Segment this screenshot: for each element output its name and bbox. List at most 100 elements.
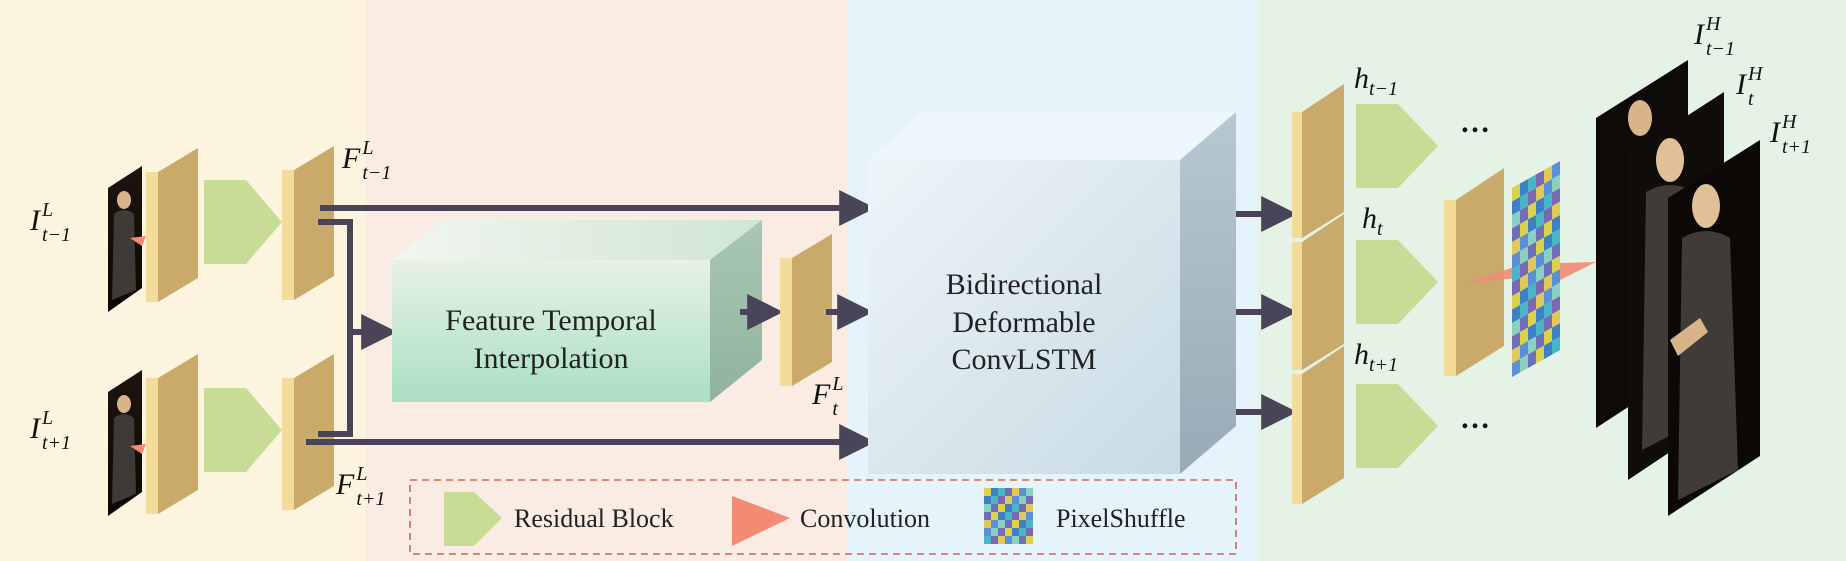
pixelshuffle-cell xyxy=(1544,260,1552,279)
pixelshuffle-cell xyxy=(1520,273,1528,292)
pixelshuffle-cell xyxy=(1520,327,1528,346)
pixelshuffle-cell xyxy=(1528,228,1536,247)
legend-pixelshuffle-label: PixelShuffle xyxy=(1056,504,1186,533)
pixelshuffle-cell xyxy=(1512,237,1520,256)
residual-block-h-mid xyxy=(1356,240,1438,324)
hidden-map-mid xyxy=(1292,214,1344,370)
pixelshuffle-cell xyxy=(998,504,1005,512)
pixelshuffle-cell xyxy=(1512,197,1520,215)
pixelshuffle-grid xyxy=(1512,161,1560,377)
ellipsis-top: … xyxy=(1460,106,1492,139)
convlstm-box xyxy=(868,112,1236,474)
residual-block-next xyxy=(204,388,282,472)
pixelshuffle-cell xyxy=(1012,512,1019,520)
hidden-map-prev xyxy=(1292,84,1344,238)
pixelshuffle-cell xyxy=(1552,201,1560,220)
upsample-feature-map xyxy=(1444,168,1504,376)
pixelshuffle-cell xyxy=(998,488,1005,496)
pixelshuffle-cell xyxy=(1026,504,1033,512)
input-frame-next xyxy=(108,370,146,516)
pixelshuffle-cell xyxy=(1019,512,1026,520)
pixelshuffle-cell xyxy=(1520,354,1528,373)
convlstm-box-label: Bidirectional Deformable ConvLSTM xyxy=(945,268,1103,376)
pixelshuffle-cell xyxy=(1005,528,1012,536)
pixelshuffle-cell xyxy=(1520,314,1528,333)
residual-block-h-next xyxy=(1356,384,1438,468)
pixelshuffle-cell xyxy=(1528,269,1536,288)
pixelshuffle-cell xyxy=(1544,314,1552,333)
legend-residual-label: Residual Block xyxy=(514,504,674,533)
pixelshuffle-cell xyxy=(1026,512,1033,520)
pixelshuffle-cell xyxy=(1528,201,1536,220)
pixelshuffle-cell xyxy=(1552,242,1560,261)
pixelshuffle-cell xyxy=(1026,488,1033,496)
interpolation-box-label: Feature Temporal Interpolation xyxy=(445,304,657,375)
pixelshuffle-cell xyxy=(1536,170,1544,189)
pixelshuffle-cell xyxy=(1552,336,1560,355)
legend-convolution-icon xyxy=(732,496,790,546)
pixelshuffle-cell xyxy=(1536,318,1544,337)
pixelshuffle-cell xyxy=(1536,210,1544,229)
pixelshuffle-cell xyxy=(1520,233,1528,252)
pixelshuffle-cell xyxy=(1536,332,1544,351)
input-frame-prev xyxy=(108,166,146,312)
pixelshuffle-cell xyxy=(1544,179,1552,198)
pixelshuffle-cell xyxy=(1536,345,1544,364)
pixelshuffle-cell xyxy=(1019,520,1026,528)
pixelshuffle-cell xyxy=(1552,228,1560,247)
pixelshuffle-cell xyxy=(984,512,991,520)
pixelshuffle-cell xyxy=(1528,296,1536,315)
residual-block-h-prev xyxy=(1356,104,1438,188)
pixelshuffle-cell xyxy=(998,520,1005,528)
pixelshuffle-cell xyxy=(991,488,998,496)
pixelshuffle-cell xyxy=(1528,309,1536,328)
pixelshuffle-cell xyxy=(991,504,998,512)
pixelshuffle-cell xyxy=(991,528,998,536)
pixelshuffle-cell xyxy=(1520,192,1528,211)
feature-map-mid xyxy=(780,234,832,386)
ellipsis-bottom: … xyxy=(1460,402,1492,435)
interpolation-box xyxy=(392,220,762,402)
pixelshuffle-cell xyxy=(1512,251,1520,269)
label-hidden-prev: ht−1 xyxy=(1354,62,1399,100)
pixelshuffle-cell xyxy=(1019,496,1026,504)
pixelshuffle-cell xyxy=(1544,206,1552,225)
convolution-triangle-1 xyxy=(1468,264,1524,282)
feature-map-conv-next xyxy=(146,354,198,514)
merge-connector xyxy=(318,219,353,437)
pixelshuffle-cell xyxy=(1552,269,1560,288)
pixelshuffle-cell xyxy=(1012,488,1019,496)
pixelshuffle-cell xyxy=(1512,264,1520,283)
pixelshuffle-cell xyxy=(1552,174,1560,193)
pixelshuffle-cell xyxy=(1005,512,1012,520)
pixelshuffle-cell xyxy=(1512,345,1520,364)
pixelshuffle-cell xyxy=(1536,251,1544,270)
pixelshuffle-cell xyxy=(1520,300,1528,319)
pixelshuffle-cell xyxy=(984,488,991,496)
pixelshuffle-cell xyxy=(1512,318,1520,337)
pixelshuffle-cell xyxy=(1528,282,1536,301)
pixelshuffle-cell xyxy=(1005,520,1012,528)
legend-residual-icon xyxy=(444,492,502,546)
pixelshuffle-cell xyxy=(998,496,1005,504)
pixelshuffle-cell xyxy=(1544,192,1552,211)
label-hidden-mid: ht xyxy=(1362,202,1383,240)
pixelshuffle-cell xyxy=(991,512,998,520)
pixelshuffle-cell xyxy=(1536,237,1544,256)
pixelshuffle-cell xyxy=(1012,496,1019,504)
pixelshuffle-cell xyxy=(1512,305,1520,323)
pixelshuffle-cell xyxy=(1552,282,1560,301)
pixelshuffle-cell xyxy=(1520,246,1528,265)
pixelshuffle-cell xyxy=(1552,188,1560,207)
pixelshuffle-cell xyxy=(1544,300,1552,319)
label-hidden-next: ht+1 xyxy=(1354,338,1399,376)
pixelshuffle-cell xyxy=(991,496,998,504)
pixelshuffle-cell xyxy=(1528,350,1536,369)
pixelshuffle-cell xyxy=(1552,323,1560,342)
pixelshuffle-cell xyxy=(984,536,991,544)
